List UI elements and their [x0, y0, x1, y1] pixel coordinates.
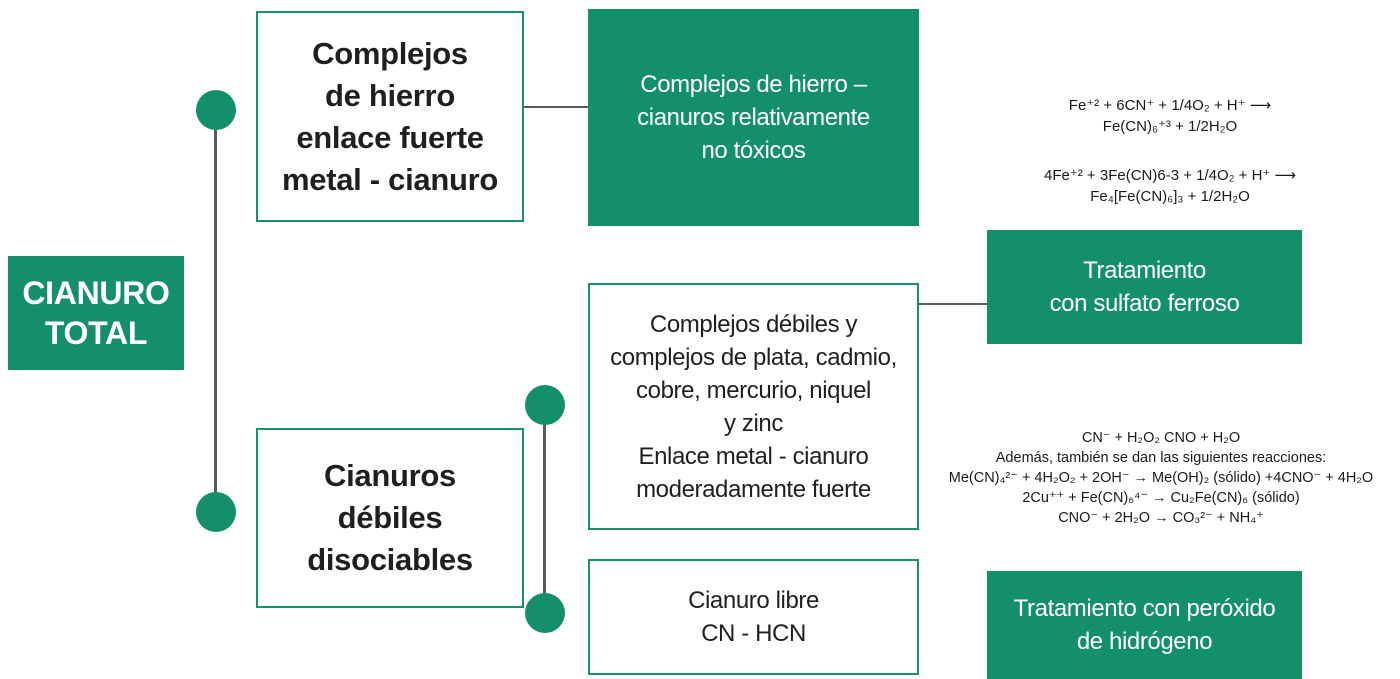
iron-complexes-line-2: cianuros relativamente [637, 104, 870, 131]
peroxide-equation-line-1: CN⁻ + H₂O₂ CNO + H₂O [1081, 430, 1241, 446]
weak-complexes-line-2: complejos de plata, cadmio, [610, 343, 897, 371]
iron-equation-1: Fe⁺² + 6CN⁺ + 1/4O₂ + H⁺ ⟶ Fe(CN)₆⁺³ + 1… [1020, 95, 1320, 137]
strong-complexes-box: Complejos de hierro enlace fuerte metal … [256, 11, 524, 222]
sub-vertical-connector [543, 405, 546, 613]
iron-equation-1-line-2: Fe(CN)₆⁺³ + 1/2H₂O [1102, 118, 1238, 135]
weak-dissociable-line-1: Cianuros [324, 458, 456, 493]
ferrous-sulfate-line-2: con sulfato ferroso [1049, 290, 1240, 317]
iron-complexes-box: Complejos de hierro – cianuros relativam… [588, 9, 919, 226]
weak-dissociable-line-2: débiles [337, 500, 443, 535]
node-dot-strong [196, 90, 236, 130]
main-vertical-connector [214, 110, 217, 512]
iron-equation-1-line-1: Fe⁺² + 6CN⁺ + 1/4O₂ + H⁺ ⟶ [1068, 97, 1272, 114]
weak-dissociable-line-3: disociables [307, 542, 473, 577]
peroxide-treatment-line-1: Tratamiento con peróxido [1013, 595, 1276, 622]
strong-complexes-line-3: enlace fuerte [296, 119, 484, 155]
weak-complexes-line-5: Enlace metal - cianuro [638, 442, 869, 470]
peroxide-equation-line-2: Además, también se dan las siguientes re… [995, 450, 1327, 466]
total-cyanide-line-2: TOTAL [44, 315, 148, 351]
peroxide-equation-line-3: Me(CN)₄²⁻ + 4H₂O₂ + 2OH⁻ → Me(OH)₂ (sóli… [948, 470, 1374, 486]
peroxide-treatment-line-2: de hidrógeno [1076, 628, 1213, 655]
weak-complexes-line-3: cobre, mercurio, niquel [636, 376, 871, 404]
peroxide-equation-line-4: 2Cu⁺⁺ + Fe(CN)₆⁴⁻ → Cu₂Fe(CN)₆ (sólido) [1022, 490, 1300, 506]
node-dot-free-cyanide [525, 593, 565, 633]
node-dot-weak-complexes [525, 385, 565, 425]
total-cyanide-box: CIANURO TOTAL [8, 256, 184, 370]
weak-complexes-line-1: Complejos débiles y [649, 310, 858, 338]
weak-complexes-line-6: moderadamente fuerte [636, 475, 871, 503]
free-cyanide-line-2: CN - HCN [701, 620, 806, 647]
weak-dissociable-box: Cianuros débiles disociables [256, 428, 524, 608]
ferrous-sulfate-line-1: Tratamiento [1083, 257, 1206, 284]
node-dot-weak [196, 492, 236, 532]
iron-equation-2-line-1: 4Fe⁺² + 3Fe(CN)6-3 + 1/4O₂ + H⁺ ⟶ [1044, 167, 1296, 184]
iron-complexes-line-1: Complejos de hierro – [640, 71, 867, 98]
iron-equation-2: 4Fe⁺² + 3Fe(CN)6-3 + 1/4O₂ + H⁺ ⟶ Fe₄[Fe… [1010, 165, 1330, 207]
peroxide-treatment-box: Tratamiento con peróxido de hidrógeno [987, 571, 1302, 679]
strong-complexes-line-2: de hierro [325, 77, 455, 113]
iron-complexes-line-3: no tóxicos [701, 137, 806, 164]
weak-complexes-box: Complejos débiles y complejos de plata, … [588, 283, 919, 530]
free-cyanide-line-1: Cianuro libre [688, 587, 819, 614]
iron-equation-2-line-2: Fe₄[Fe(CN)₆]₃ + 1/2H₂O [1090, 188, 1250, 205]
strong-complexes-line-4: metal - cianuro [282, 161, 498, 197]
ferrous-sulfate-treatment-box: Tratamiento con sulfato ferroso [987, 230, 1302, 344]
ferrous-connector [919, 303, 987, 305]
iron-connector [524, 106, 588, 108]
peroxide-equations-block: CN⁻ + H₂O₂ CNO + H₂O Además, también se … [925, 428, 1397, 528]
strong-complexes-line-1: Complejos [312, 35, 468, 71]
peroxide-equation-line-5: CNO⁻ + 2H₂O → CO₃²⁻ + NH₄⁺ [1058, 510, 1264, 526]
weak-complexes-line-4: y zinc [724, 409, 783, 437]
total-cyanide-line-1: CIANURO [22, 275, 170, 311]
free-cyanide-box: Cianuro libre CN - HCN [588, 559, 919, 675]
